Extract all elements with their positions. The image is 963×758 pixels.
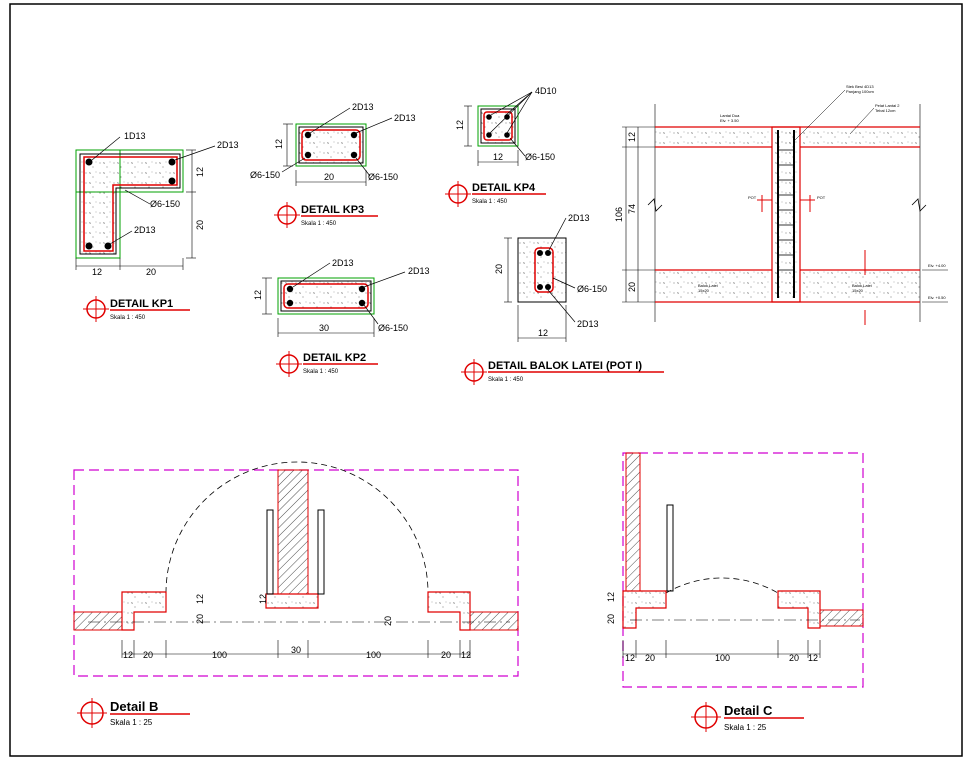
kp3-title: DETAIL KP3: [301, 204, 364, 216]
kp2-label-topright: 2D13: [408, 266, 430, 276]
detail-kp1: 1D13 2D13 Ø6-150 2D13 12 20 12 20 DETAIL…: [75, 131, 239, 322]
kp1-label-topright: 2D13: [217, 140, 239, 150]
b-dim-3: 30: [291, 645, 301, 655]
kp3-label-stirrup-right: Ø6-150: [368, 172, 398, 182]
section-note-1: Stek Besi 4D13: [846, 84, 874, 89]
balok-label-stirrup: Ø6-150: [577, 284, 607, 294]
kp2-dim-h: 12: [253, 290, 263, 300]
section-dim-total: 106: [614, 207, 624, 222]
kp4-dim-w: 12: [493, 152, 503, 162]
section-note-3: Lantai Dua: [720, 113, 740, 118]
detail-c: 12 20 100 20 12 12 20 Detail C Skala 1 :…: [606, 452, 864, 732]
c-side-0: 12: [606, 592, 616, 602]
balok-title: DETAIL BALOK LATEI (POT I): [488, 360, 642, 372]
balok-label-bottom: 2D13: [577, 319, 599, 329]
detail-b: 12 20 100 30 100 20 12 12 20 12 20 Detai…: [73, 461, 519, 728]
balok-dim-h: 20: [494, 264, 504, 274]
b-dim-6: 12: [461, 650, 471, 660]
kp1-label-stirrup: Ø6-150: [150, 199, 180, 209]
balok-dim-w: 12: [538, 328, 548, 338]
section-note-2: Pelat Lantai 2: [875, 103, 900, 108]
b-dim-2: 100: [212, 650, 227, 660]
b-side-1: 20: [195, 614, 205, 624]
section-elev-1: Elv. +4.00: [928, 263, 946, 268]
kp1-dim-w1: 12: [92, 267, 102, 277]
kp3-label-stirrup-left: Ø6-150: [250, 170, 280, 180]
kp4-dim-h: 12: [455, 120, 465, 130]
section-note-5: Balok Latei: [852, 283, 872, 288]
kp1-label-top: 1D13: [124, 131, 146, 141]
kp3-label-top: 2D13: [352, 102, 374, 112]
b-dim-0: 12: [123, 650, 133, 660]
kp3-scale: Skala 1 : 450: [301, 221, 337, 227]
sheet-border: [9, 3, 963, 757]
c-dim-1: 20: [645, 653, 655, 663]
kp1-dim-h2: 20: [195, 220, 205, 230]
kp4-scale: Skala 1 : 450: [472, 199, 508, 205]
c-scale: Skala 1 : 25: [724, 723, 767, 732]
wall-section: POT POT 12 74 20 106 Stek Besi 4D13 Panj…: [614, 84, 948, 325]
detail-kp4: 4D10 Ø6-150 12 12 DETAIL KP4 Skala 1 : 4…: [445, 86, 557, 207]
kp3-dim-h: 12: [274, 139, 284, 149]
section-dim-bottom: 20: [627, 282, 637, 292]
section-note-1b: Panjang 100cm: [846, 89, 874, 94]
kp2-label-stirrup: Ø6-150: [378, 323, 408, 333]
section-note-2b: Tebal 12cm: [875, 108, 896, 113]
section-dim-mid: 74: [627, 204, 637, 214]
kp1-dim-h1: 12: [195, 167, 205, 177]
b-title: Detail B: [110, 699, 158, 714]
b-dim-1: 20: [143, 650, 153, 660]
kp3-label-topright: 2D13: [394, 113, 416, 123]
b-dim-4: 100: [366, 650, 381, 660]
section-note-5b: 15x20: [852, 288, 864, 293]
b-side-3: 20: [383, 616, 393, 626]
b-scale: Skala 1 : 25: [110, 718, 153, 727]
kp2-scale: Skala 1 : 450: [303, 369, 339, 375]
kp1-title: DETAIL KP1: [110, 298, 173, 310]
c-dim-2: 100: [715, 653, 730, 663]
kp4-label-bars: 4D10: [535, 86, 557, 96]
section-dim-top: 12: [627, 132, 637, 142]
c-dim-4: 12: [808, 653, 818, 663]
section-pot-left: POT: [748, 195, 757, 200]
balok-scale: Skala 1 : 450: [488, 377, 524, 383]
c-dim-0: 12: [625, 653, 635, 663]
kp2-title: DETAIL KP2: [303, 352, 366, 364]
kp1-dim-w2: 20: [146, 267, 156, 277]
b-side-2: 12: [258, 594, 268, 604]
kp1-scale: Skala 1 : 450: [110, 315, 146, 321]
section-note-4b: 15x20: [698, 288, 710, 293]
section-note-4: Balok Latei: [698, 283, 718, 288]
detail-balok-latei: 2D13 Ø6-150 2D13 20 12 DETAIL BALOK LATE…: [461, 213, 664, 385]
kp4-label-stirrup: Ø6-150: [525, 152, 555, 162]
section-elev-2: Elv. +0.50: [928, 295, 946, 300]
c-side-1: 20: [606, 614, 616, 624]
kp1-label-bottom: 2D13: [134, 225, 156, 235]
b-dim-5: 20: [441, 650, 451, 660]
kp2-label-top: 2D13: [332, 258, 354, 268]
c-title: Detail C: [724, 703, 773, 718]
detail-kp3: 2D13 2D13 Ø6-150 Ø6-150 12 20 DETAIL KP3…: [250, 102, 416, 228]
kp3-dim-w: 20: [324, 172, 334, 182]
b-side-0: 12: [195, 594, 205, 604]
kp2-dim-w: 30: [319, 323, 329, 333]
balok-label-top: 2D13: [568, 213, 590, 223]
detail-kp2: 2D13 2D13 Ø6-150 12 30 DETAIL KP2 Skala …: [253, 258, 430, 377]
c-dim-3: 20: [789, 653, 799, 663]
kp4-title: DETAIL KP4: [472, 182, 536, 194]
section-note-3b: Elv. + 3.50: [720, 118, 739, 123]
section-pot-right: POT: [817, 195, 826, 200]
